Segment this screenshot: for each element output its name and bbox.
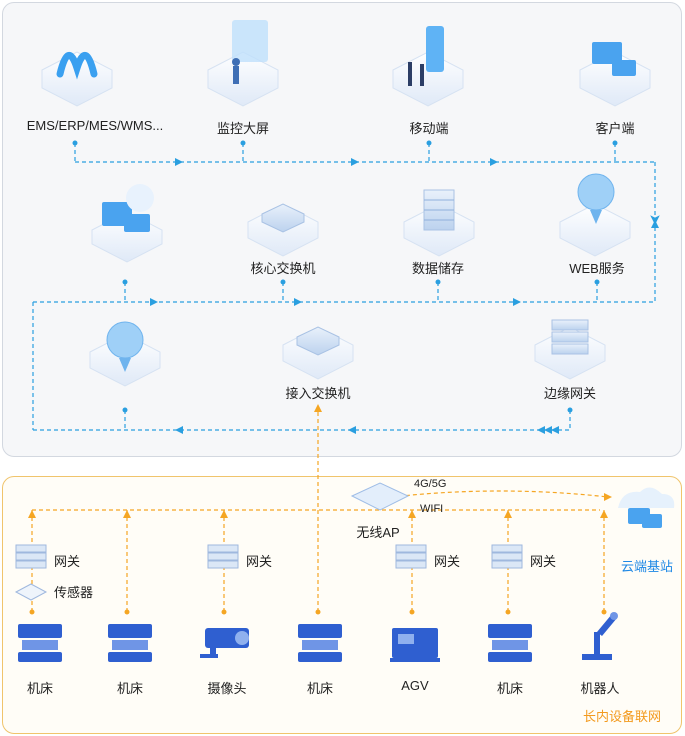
label-data-storage: 数据储存 bbox=[411, 261, 465, 276]
label-area: 长内设备联网 bbox=[583, 709, 662, 724]
gateway-icon-1 bbox=[15, 544, 47, 569]
machine-tool-icon-3 bbox=[298, 624, 342, 662]
wireless-ap-icon bbox=[350, 482, 410, 511]
label-wifi: WIFI bbox=[420, 503, 444, 515]
label-monitor-screen: 监控大屏 bbox=[216, 121, 270, 136]
label-ems: EMS/ERP/MES/WMS... bbox=[26, 118, 164, 133]
label-cloud-station: 云端基站 bbox=[620, 559, 674, 574]
label-gateway-3: 网关 bbox=[434, 554, 461, 569]
edge-gateway-icon bbox=[534, 319, 606, 380]
label-4g5g: 4G/5G bbox=[414, 478, 447, 490]
platform-computer-icon bbox=[91, 184, 163, 263]
mobile-icon bbox=[392, 26, 464, 107]
label-gateway-1: 网关 bbox=[54, 554, 81, 569]
data-storage-icon bbox=[403, 189, 475, 257]
sensor-icon bbox=[14, 583, 48, 601]
ems-app-icon bbox=[41, 51, 113, 107]
label-gateway-4: 网关 bbox=[530, 554, 557, 569]
robot-arm-icon bbox=[582, 612, 618, 660]
agv-icon bbox=[390, 628, 440, 662]
label-client: 客户端 bbox=[595, 121, 635, 136]
label-edge-gateway: 边缘网关 bbox=[543, 386, 597, 401]
label-core-switch: 核心交换机 bbox=[250, 261, 316, 276]
label-device-4: 机床 bbox=[306, 681, 334, 696]
core-switch-icon bbox=[247, 203, 319, 257]
label-sensor: 传感器 bbox=[54, 585, 94, 600]
label-device-5: AGV bbox=[401, 678, 429, 693]
gateway-icon-4 bbox=[491, 544, 523, 569]
machine-tool-icon-1 bbox=[18, 624, 62, 662]
gateway-icon-3 bbox=[395, 544, 427, 569]
machine-tool-icon-4 bbox=[488, 624, 532, 662]
label-device-7: 机器人 bbox=[580, 681, 620, 696]
machine-tool-icon-2 bbox=[108, 624, 152, 662]
camera-icon bbox=[200, 628, 249, 658]
label-mobile: 移动端 bbox=[409, 121, 449, 136]
label-device-6: 机床 bbox=[496, 681, 524, 696]
label-device-3: 摄像头 bbox=[207, 681, 247, 696]
gateway-icon-2 bbox=[207, 544, 239, 569]
label-wireless-ap: 无线AP bbox=[356, 525, 400, 540]
web-service-globe-icon bbox=[559, 173, 631, 257]
label-gateway-2: 网关 bbox=[246, 554, 273, 569]
label-web-service: WEB服务 bbox=[569, 261, 625, 276]
client-computer-icon bbox=[579, 42, 651, 107]
access-switch-icon bbox=[282, 326, 354, 380]
factory-network-panel bbox=[2, 476, 682, 734]
label-access-switch: 接入交换机 bbox=[285, 386, 351, 401]
monitor-screen-icon bbox=[207, 20, 279, 107]
label-device-2: 机床 bbox=[116, 681, 144, 696]
cloud-globe-icon bbox=[89, 321, 161, 387]
label-device-1: 机床 bbox=[26, 681, 54, 696]
cloud-station-icon bbox=[618, 487, 675, 528]
